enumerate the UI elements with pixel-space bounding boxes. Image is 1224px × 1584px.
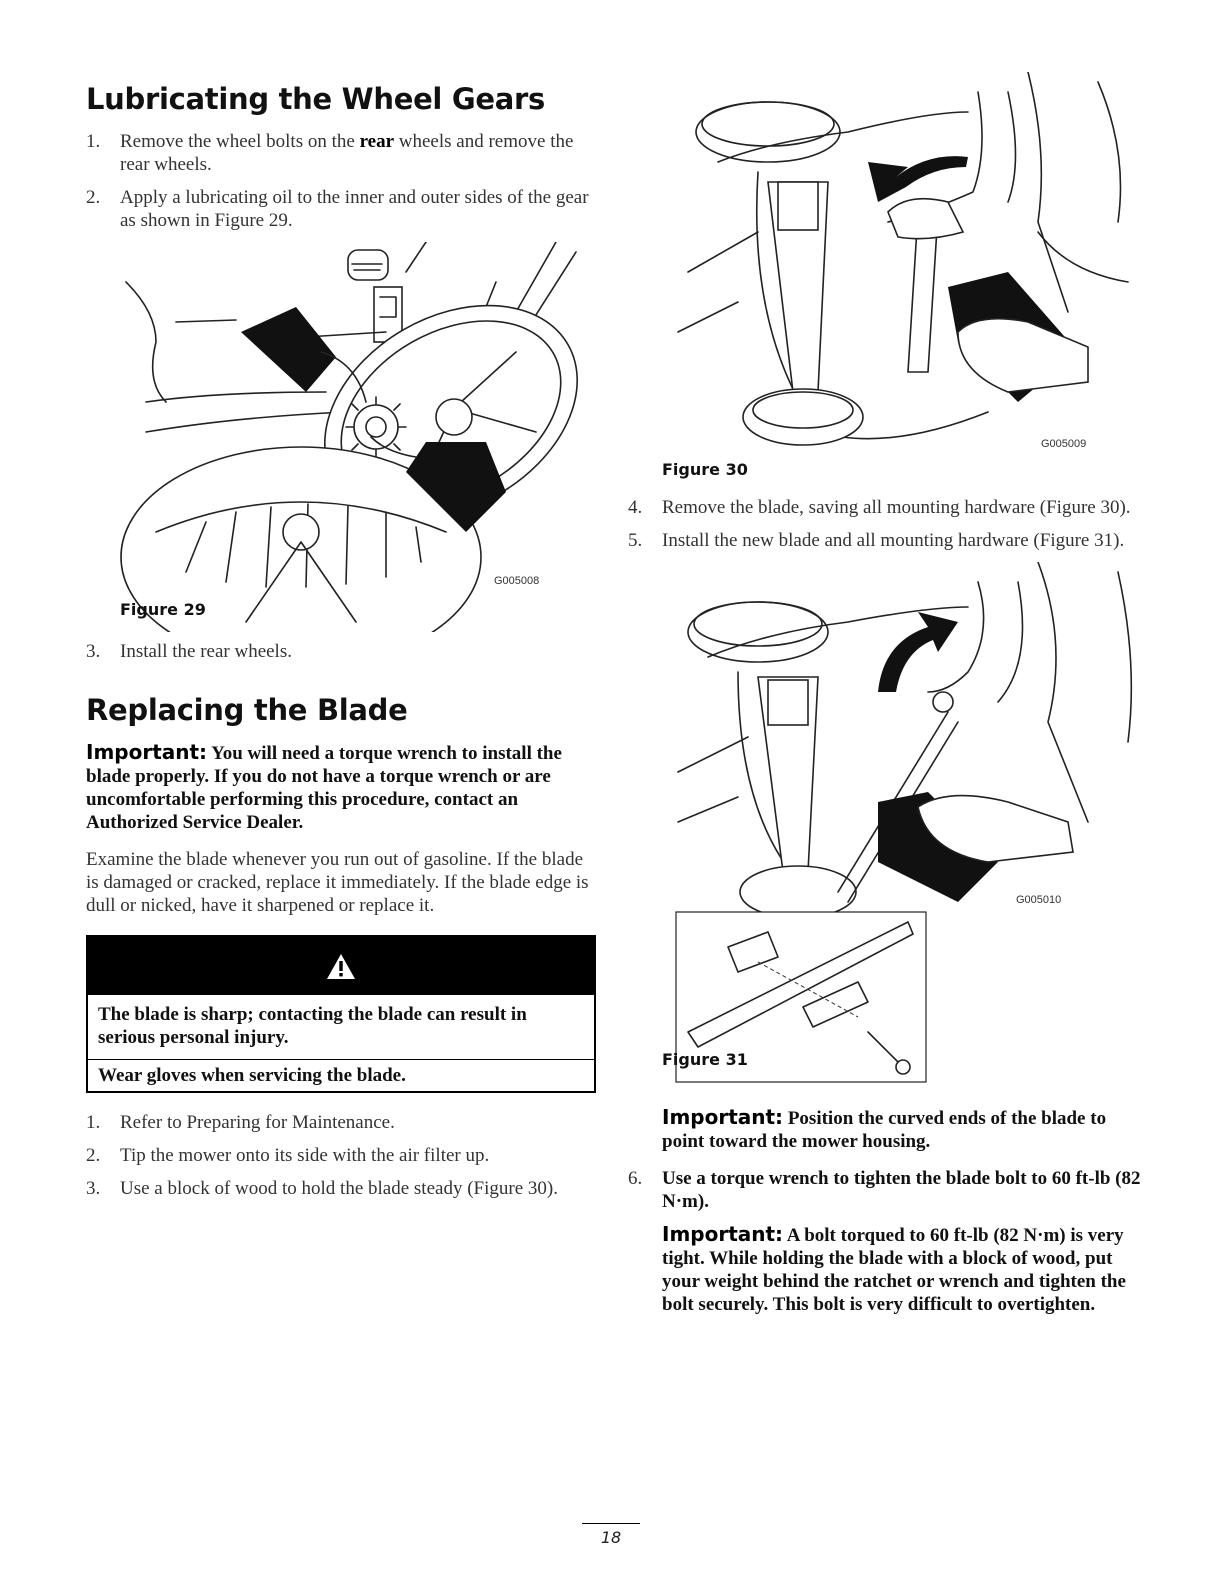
- figure-30: G005009 Figure 30: [628, 71, 1148, 479]
- figure-caption: Figure 29: [120, 600, 206, 619]
- figure-caption: Figure 30: [662, 460, 748, 479]
- page-number: 18: [582, 1523, 640, 1547]
- list-item: 6.Use a torque wrench to tighten the bla…: [628, 1168, 1141, 1212]
- warning-header: [88, 937, 594, 995]
- right-column: G005009 Figure 30 4.Remove the blade, sa…: [628, 71, 1148, 1316]
- important-note-curved-ends: Important: Position the curved ends of t…: [628, 1106, 1148, 1153]
- warning-text: The blade is sharp; contacting the blade…: [98, 1004, 527, 1048]
- list-item: 2.Apply a lubricating oil to the inner a…: [86, 187, 589, 231]
- section-title-replacing-blade: Replacing the Blade: [86, 693, 408, 727]
- blade-steps: 1.Refer to Preparing for Maintenance. 2.…: [86, 1111, 596, 1200]
- important-label: Important:: [662, 1222, 784, 1246]
- list-item: 3.Install the rear wheels.: [86, 641, 292, 662]
- section-title-lubricating: Lubricating the Wheel Gears: [86, 82, 545, 116]
- figure-31: G005010 Figure 31: [628, 561, 1148, 1092]
- important-text: You will need a torque wrench to install…: [86, 743, 562, 833]
- list-item: 5.Install the new blade and all mounting…: [628, 530, 1125, 551]
- figure-code: G005010: [1016, 894, 1062, 906]
- figure-code: G005009: [1041, 438, 1087, 450]
- warning-box: The blade is sharp; contacting the blade…: [86, 935, 596, 1093]
- list-item: 4.Remove the blade, saving all mounting …: [628, 497, 1131, 518]
- list-item: 1.Remove the wheel bolts on the rear whe…: [86, 131, 574, 175]
- left-column: Lubricating the Wheel Gears 1.Remove the…: [86, 82, 596, 1210]
- important-note-torque: Important: A bolt torqued to 60 ft-lb (8…: [628, 1223, 1148, 1316]
- lubrication-steps: 1.Remove the wheel bolts on the rear whe…: [86, 130, 596, 232]
- blade-inspection-paragraph: Examine the blade whenever you run out o…: [86, 849, 589, 916]
- important-note: Important: You will need a torque wrench…: [86, 741, 596, 834]
- warning-action: Wear gloves when servicing the blade.: [88, 1059, 594, 1091]
- important-text: A bolt torqued to 60 ft-lb (82 N·m) is v…: [662, 1225, 1126, 1315]
- lubrication-steps-cont: 3.Install the rear wheels.: [86, 640, 596, 663]
- list-item: 3.Use a block of wood to hold the blade …: [86, 1178, 558, 1199]
- blade-removal-illustration: [677, 71, 1129, 446]
- important-label: Important:: [662, 1105, 784, 1129]
- figure-29: G005008 Figure 29: [86, 241, 586, 668]
- list-item: 2.Tip the mower onto its side with the a…: [86, 1145, 490, 1166]
- figure-caption: Figure 31: [662, 1050, 748, 1069]
- figure-code: G005008: [494, 575, 540, 587]
- important-label: Important:: [86, 740, 208, 764]
- blade-steps-cont: 4.Remove the blade, saving all mounting …: [628, 496, 1148, 552]
- list-item: 1.Refer to Preparing for Maintenance.: [86, 1112, 395, 1133]
- torque-step: 6.Use a torque wrench to tighten the bla…: [628, 1167, 1148, 1213]
- blade-install-illustration: [675, 561, 1133, 1083]
- wheel-gear-illustration: [120, 241, 578, 668]
- warning-triangle-icon: [327, 953, 355, 979]
- important-text: Position the curved ends of the blade to…: [662, 1108, 1107, 1152]
